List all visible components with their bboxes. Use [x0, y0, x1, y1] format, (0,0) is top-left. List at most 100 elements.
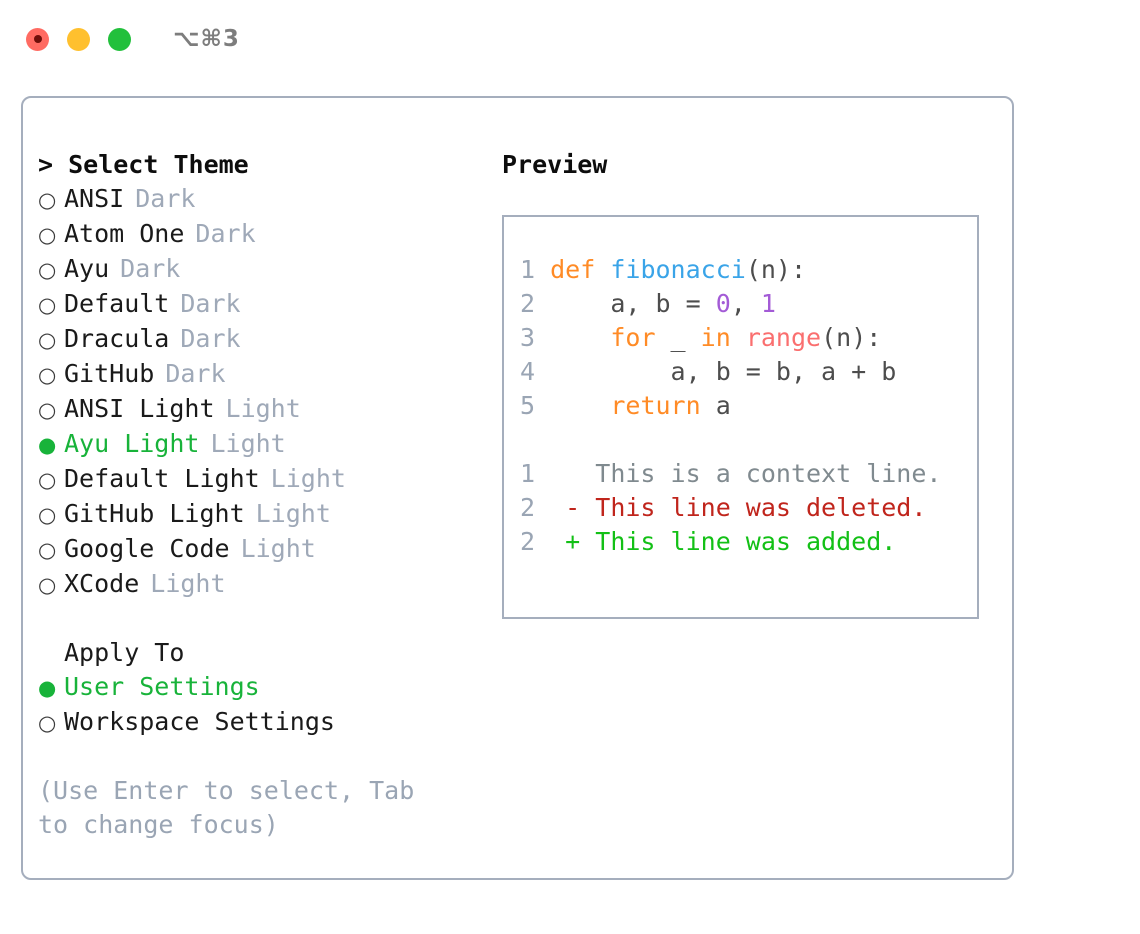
apply-to-option-label: User Settings	[64, 672, 260, 701]
apply-to-option-user-settings[interactable]: ●User Settings	[38, 670, 498, 705]
radio-unselected-icon: ○	[38, 328, 57, 352]
code-line: 1 def fibonacci(n):	[520, 253, 969, 287]
theme-option-ayu[interactable]: ○ Ayu Dark	[38, 252, 498, 287]
code-line: 5 return a	[520, 389, 969, 423]
line-number: 5	[520, 391, 536, 420]
diff-line-added: 2 + This line was added.	[520, 525, 969, 559]
code-token: a	[700, 391, 731, 420]
apply-to-option-list: ●User Settings ○ Workspace Settings	[38, 670, 498, 740]
line-number: 4	[520, 357, 536, 386]
zoom-window-button[interactable]	[108, 27, 131, 51]
theme-option-label: Google Code	[64, 534, 230, 563]
code-token: 1	[760, 289, 776, 318]
preview-title: Preview	[502, 150, 608, 179]
code-token: 0	[715, 289, 731, 318]
theme-option-ayu-light[interactable]: ● Ayu Light Light	[38, 427, 498, 462]
code-token	[550, 391, 610, 420]
theme-option-github[interactable]: ○ GitHub Dark	[38, 357, 498, 392]
theme-option-label: XCode	[64, 569, 140, 598]
theme-variant-tag: Light	[270, 464, 346, 493]
theme-variant-tag: Dark	[180, 324, 241, 353]
radio-unselected-icon: ○	[38, 258, 57, 282]
preview-panel: Preview 1 def fibonacci(n):2 a, b = 0, 1…	[502, 148, 1002, 619]
line-number: 3	[520, 323, 536, 352]
line-number-gap	[535, 289, 550, 318]
theme-option-label: Ayu Light	[64, 429, 200, 458]
theme-variant-tag: Dark	[135, 184, 196, 213]
theme-variant-tag: Light	[240, 534, 316, 563]
close-window-button[interactable]	[26, 27, 49, 51]
apply-to-header: Apply To	[64, 638, 185, 667]
theme-option-label: GitHub Light	[64, 499, 245, 528]
radio-unselected-icon: ○	[38, 188, 57, 212]
theme-variant-tag: Dark	[195, 219, 256, 248]
theme-variant-tag: Light	[150, 569, 226, 598]
window-titlebar: ⌥⌘3	[0, 0, 1140, 78]
diff-marker	[535, 459, 595, 488]
theme-option-default[interactable]: ○ Default Dark	[38, 287, 498, 322]
diff-sample: 1 This is a context line.2 - This line w…	[520, 457, 969, 559]
theme-option-label: Atom One	[64, 219, 185, 248]
apply-to-option-workspace-settings[interactable]: ○ Workspace Settings	[38, 705, 498, 740]
theme-option-label: Dracula	[64, 324, 170, 353]
radio-unselected-icon: ○	[38, 538, 57, 562]
theme-option-ansi-light[interactable]: ○ ANSI Light Light	[38, 392, 498, 427]
radio-unselected-icon: ○	[38, 711, 57, 735]
code-token: return	[610, 391, 701, 420]
code-token	[595, 255, 610, 284]
theme-variant-tag: Dark	[180, 289, 241, 318]
radio-unselected-icon: ○	[38, 503, 57, 527]
line-number: 2	[520, 493, 536, 522]
traffic-light-group	[26, 27, 131, 51]
code-token: in	[700, 323, 731, 352]
diff-text: This is a context line.	[595, 459, 942, 488]
theme-option-label: Default	[64, 289, 170, 318]
minimize-window-button[interactable]	[67, 27, 90, 51]
code-token: range	[745, 323, 822, 352]
code-line: 4 a, b = b, a + b	[520, 355, 969, 389]
apply-to-option-label: Workspace Settings	[64, 707, 335, 736]
code-token: fibonacci	[610, 255, 746, 284]
theme-option-github-light[interactable]: ○ GitHub Light Light	[38, 497, 498, 532]
theme-variant-tag: Dark	[120, 254, 181, 283]
theme-option-dracula[interactable]: ○ Dracula Dark	[38, 322, 498, 357]
radio-unselected-icon: ○	[38, 293, 57, 317]
theme-option-google-code[interactable]: ○ Google Code Light	[38, 532, 498, 567]
code-line: 3 for _ in range(n):	[520, 321, 969, 355]
diff-line-context: 1 This is a context line.	[520, 457, 969, 491]
radio-unselected-icon: ○	[38, 363, 57, 387]
theme-option-label: GitHub	[64, 359, 155, 388]
theme-option-atom-one[interactable]: ○ Atom One Dark	[38, 217, 498, 252]
radio-unselected-icon: ○	[38, 223, 57, 247]
keyboard-shortcut-label: ⌥⌘3	[173, 26, 240, 52]
diff-text: This line was deleted.	[595, 493, 927, 522]
theme-option-label: Ayu	[64, 254, 110, 283]
theme-variant-tag: Light	[255, 499, 331, 528]
theme-option-label: ANSI Light	[64, 394, 215, 423]
radio-selected-icon: ●	[38, 433, 57, 457]
theme-variant-tag: Light	[210, 429, 286, 458]
theme-variant-tag: Light	[225, 394, 301, 423]
line-number: 1	[520, 459, 536, 488]
line-number-gap	[535, 357, 550, 386]
code-token: a, b = b, a + b	[550, 357, 897, 386]
radio-unselected-icon: ○	[38, 398, 57, 422]
code-token: a, b =	[550, 289, 716, 318]
theme-variant-tag: Dark	[165, 359, 226, 388]
radio-unselected-icon: ○	[38, 573, 57, 597]
line-number-gap	[535, 255, 550, 284]
line-number: 2	[520, 289, 536, 318]
line-number-gap	[535, 391, 550, 420]
select-theme-header: > Select Theme	[38, 150, 249, 179]
code-token: (n):	[821, 323, 882, 352]
theme-option-xcode[interactable]: ○ XCode Light	[38, 567, 498, 602]
code-token: def	[550, 255, 596, 284]
